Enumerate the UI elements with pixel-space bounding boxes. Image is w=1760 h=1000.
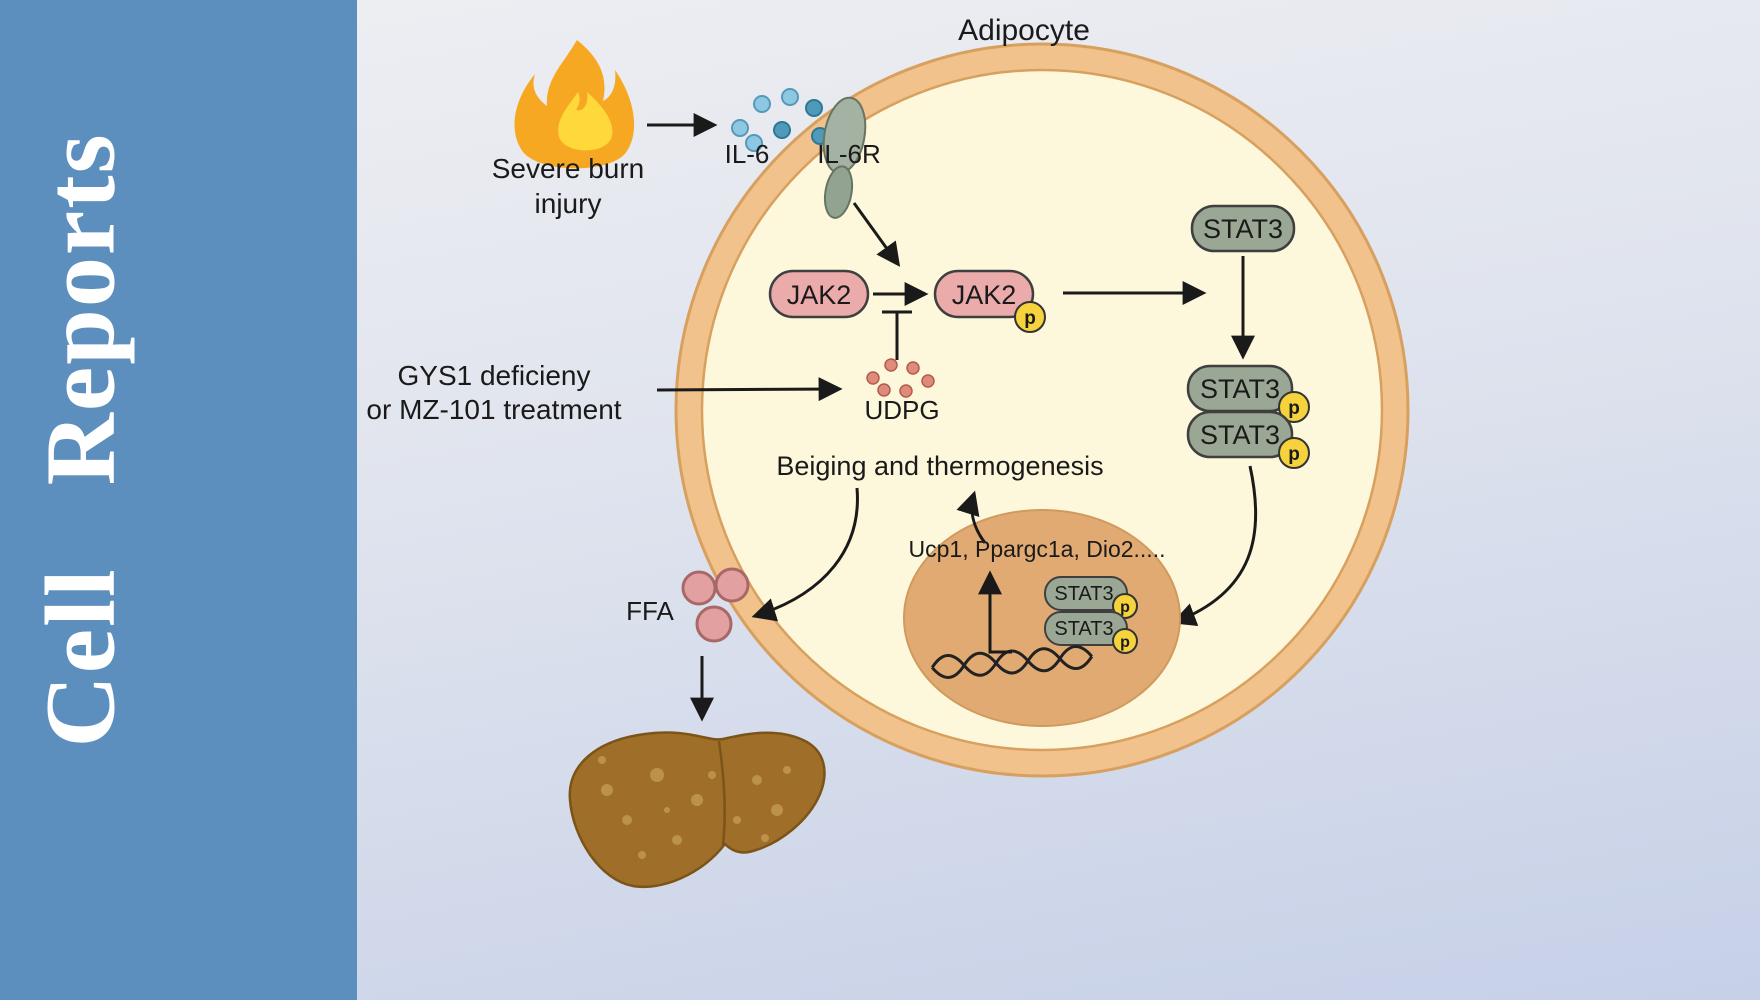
stat3p-label-1: STAT3 <box>1200 374 1280 404</box>
intervention-label-line2: or MZ-101 treatment <box>366 394 621 425</box>
journal-title: Cell Reports <box>24 132 136 748</box>
trigger-label-line1: Severe burn <box>492 153 645 184</box>
udpg-label: UDPG <box>864 395 939 425</box>
il6r-receptor-icon <box>822 96 867 219</box>
phospho-badge <box>1014 301 1046 333</box>
intervention-label-line1: GYS1 deficieny <box>398 360 591 391</box>
il6-dot <box>805 99 823 117</box>
udpg-dot <box>921 374 935 388</box>
udpg-inhibition-tbar <box>882 310 912 360</box>
udpg-dot <box>877 383 891 397</box>
journal-sidebar: Cell Reports <box>0 0 357 1000</box>
stat3p-dimer: STAT3 p STAT3 p <box>1186 364 1310 469</box>
stat3p-pill-2 <box>1186 410 1294 459</box>
dna-strand-2 <box>931 647 1094 679</box>
phospho-label: p <box>1288 444 1300 465</box>
il6-dot <box>753 95 771 113</box>
ffa-dot <box>681 570 717 606</box>
nuclear-stat3-dimer: STAT3 p STAT3 p <box>1044 576 1138 654</box>
phospho-badge <box>1112 593 1138 619</box>
stat3-label: STAT3 <box>1203 214 1283 244</box>
udpg-dot <box>866 371 880 385</box>
intervention-to-udpg-arrow <box>656 377 843 402</box>
stat3p-label-2: STAT3 <box>1200 420 1280 450</box>
udpg-dot <box>906 361 920 375</box>
stat3-pill <box>1190 204 1296 253</box>
receptor-lower <box>823 165 854 219</box>
phospho-label: p <box>1120 599 1130 616</box>
transcription-arrow <box>978 570 1012 654</box>
liver-texture <box>598 756 791 859</box>
beiging-to-ffa-arrow <box>751 487 859 622</box>
jak2p-pill <box>933 269 1035 319</box>
target-genes-label: Ucp1, Ppargc1a, Dio2..... <box>909 536 1166 562</box>
jak2-label: JAK2 <box>787 280 852 310</box>
phospho-badge <box>1278 437 1310 469</box>
phospho-label: p <box>1024 308 1036 329</box>
nucleus-to-beiging-arrow <box>956 490 987 544</box>
il6-label: IL-6 <box>725 139 770 169</box>
flame-inner <box>558 92 613 151</box>
ffa-dot <box>695 605 733 643</box>
adipocyte-label: Adipocyte <box>958 14 1090 47</box>
il6r-label: IL-6R <box>817 139 881 169</box>
udpg-dot <box>884 358 898 372</box>
phospho-badge <box>1278 391 1310 423</box>
liver-body <box>568 731 826 889</box>
phospho-label: p <box>1288 398 1300 419</box>
ffa-label: FFA <box>626 596 674 626</box>
il6-dot <box>745 134 763 152</box>
beiging-label: Beiging and thermogenesis <box>776 451 1103 481</box>
stat3-dimer-to-nucleus-arrow <box>1171 465 1258 626</box>
jak2-pill <box>768 269 870 319</box>
il6-dot <box>773 121 791 139</box>
phospho-label: p <box>1120 634 1130 651</box>
figure-area: Adipocyte Severe burn injury IL-6 <box>357 0 1760 1000</box>
flame-icon <box>514 40 635 169</box>
membrane-inner-edge <box>700 68 1384 752</box>
jak2p-label: JAK2 <box>952 280 1017 310</box>
il6-dot <box>731 119 749 137</box>
ffa-dots <box>681 567 750 643</box>
udpg-dots <box>866 358 935 398</box>
nuclear-stat3-label-2: STAT3 <box>1054 618 1113 640</box>
ffa-dot <box>714 567 750 603</box>
nuclear-stat3-label-1: STAT3 <box>1054 583 1113 605</box>
udpg-dot <box>899 384 913 398</box>
liver-icon <box>568 731 826 889</box>
pathway-diagram: Adipocyte Severe burn injury IL-6 <box>366 14 1410 889</box>
membrane-outer-edge <box>674 42 1410 778</box>
arrow-receptor-to-jak2 <box>852 202 901 267</box>
phospho-badge <box>1112 628 1138 654</box>
il6-dot <box>781 88 799 106</box>
liver-cleft <box>717 740 726 846</box>
trigger-label-line2: injury <box>535 188 602 219</box>
